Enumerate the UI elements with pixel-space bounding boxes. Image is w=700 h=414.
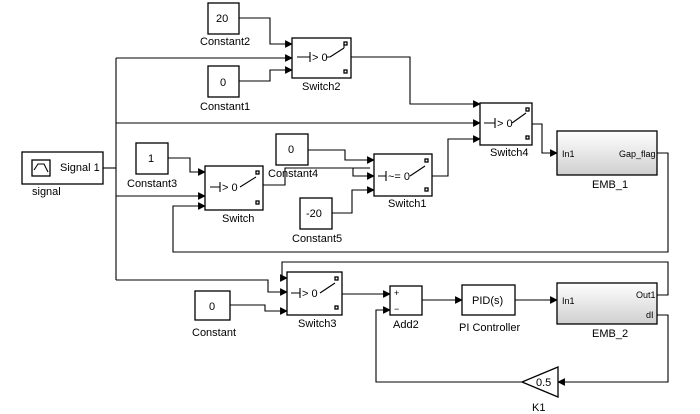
switch3-block[interactable]: > 0 Switch3: [286, 271, 343, 330]
constant1-label: Constant1: [200, 101, 250, 113]
emb1-out-port: Gap_flag: [619, 149, 656, 159]
signal-inner-label: Signal 1: [60, 162, 100, 174]
constant4-block[interactable]: 0 Constant4: [268, 133, 318, 180]
switch4-label: Switch4: [490, 147, 529, 159]
constant2-value: 20: [216, 13, 228, 25]
constant3-block[interactable]: 1 Constant3: [127, 142, 177, 190]
switch3-symbol-icon: [291, 282, 336, 298]
switch1-label: Switch1: [388, 198, 427, 210]
emb2-label: EMB_2: [592, 328, 628, 340]
constant5-block[interactable]: -20 Constant5: [292, 197, 342, 245]
signal-label: signal: [32, 186, 61, 198]
k1-gain-block[interactable]: 0.5 K1: [520, 366, 559, 414]
switch-condition: > 0: [222, 182, 238, 194]
gain-triangle-icon: [520, 366, 559, 398]
constant1-value: 0: [220, 77, 226, 89]
switch3-condition: > 0: [302, 288, 318, 300]
emb1-in-port: In1: [562, 149, 575, 159]
add2-label: Add2: [393, 319, 419, 331]
constant5-value: -20: [306, 208, 322, 220]
signal-wave-icon: [33, 163, 49, 173]
add2-minus-sign: −: [394, 304, 399, 314]
signal-block[interactable]: Signal 1 signal: [21, 151, 104, 198]
add2-block[interactable]: + − Add2: [389, 285, 423, 331]
constant3-label: Constant3: [127, 178, 177, 190]
emb1-label: EMB_1: [592, 179, 628, 191]
switch4-block[interactable]: > 0 Switch4: [479, 102, 533, 159]
add2-plus-sign: +: [394, 288, 399, 298]
k1-label: K1: [532, 402, 545, 414]
switch4-condition: > 0: [497, 118, 513, 130]
emb2-out1-port: Out1: [636, 290, 656, 300]
constant-label: Constant: [192, 327, 236, 339]
constant4-label: Constant4: [268, 168, 318, 180]
pid-block[interactable]: PID(s) PI Controller: [459, 284, 520, 334]
constant3-value: 1: [148, 153, 154, 165]
constant2-label: Constant2: [200, 36, 250, 48]
constant-block[interactable]: 0 Constant: [192, 290, 236, 339]
constant1-block[interactable]: 0 Constant1: [200, 65, 250, 113]
emb1-block[interactable]: In1 Gap_flag EMB_1: [556, 130, 658, 191]
switch2-symbol-icon: [297, 44, 345, 62]
switch1-condition: ~= 0: [388, 171, 410, 183]
switch2-label: Switch2: [302, 81, 341, 93]
switch4-symbol-icon: [484, 112, 527, 128]
switch2-condition: > 0: [312, 52, 328, 64]
switch-label: Switch: [222, 213, 254, 225]
switch1-symbol-icon: [378, 165, 426, 181]
constant-value: 0: [209, 301, 215, 313]
constant5-label: Constant5: [292, 233, 342, 245]
pid-label: PI Controller: [459, 322, 520, 334]
k1-value: 0.5: [536, 377, 551, 389]
emb2-block[interactable]: In1 Out1 dI EMB_2: [556, 282, 658, 340]
switch-block[interactable]: > 0 Switch: [204, 165, 264, 225]
switch3-label: Switch3: [298, 318, 337, 330]
constant4-value: 0: [288, 144, 294, 156]
signal-lines: [103, 17, 669, 386]
switch1-block[interactable]: ~= 0 Switch1: [373, 153, 433, 210]
emb2-in-port: In1: [562, 296, 575, 306]
signal-icon: [31, 159, 51, 177]
emb2-dI-port: dI: [646, 310, 654, 320]
switch-symbol-icon: [210, 176, 257, 192]
switch2-block[interactable]: > 0 Switch2: [291, 37, 352, 93]
constant2-block[interactable]: 20 Constant2: [200, 2, 250, 48]
pid-inner-label: PID(s): [472, 295, 503, 307]
